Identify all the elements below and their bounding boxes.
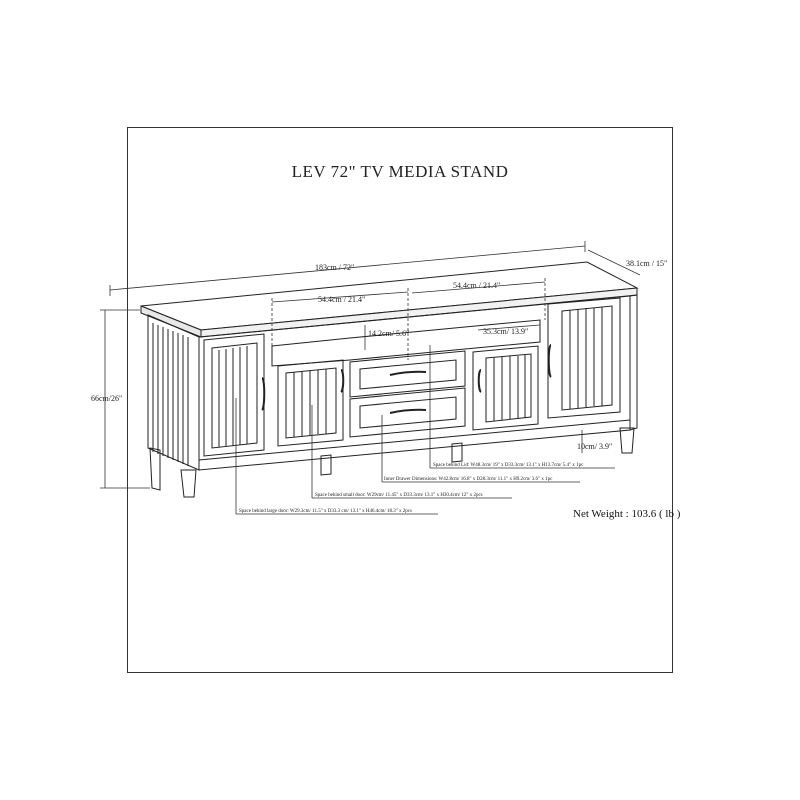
handle-small-left	[340, 369, 345, 393]
top-left-edge	[140, 305, 202, 338]
shelf-right-dim-line	[411, 281, 546, 294]
depth-dim-line	[587, 249, 641, 276]
product-title: LEV 72" TV MEDIA STAND	[291, 162, 509, 181]
width-dim-line	[109, 245, 586, 291]
handle-large-left	[261, 377, 266, 411]
handle-large-right	[547, 344, 552, 378]
shelf-left-label: 54.4cm / 21.4"	[318, 295, 365, 304]
net-weight: Net Weight : 103.6 ( lb )	[573, 508, 681, 520]
drawer-upper	[349, 350, 466, 398]
drawer-upper-handle	[389, 370, 427, 376]
small-door-right	[472, 345, 539, 431]
drawer-lower-handle	[389, 408, 427, 414]
right-side-panel	[629, 294, 638, 431]
shelf-right-label: 54.4cm / 21.4"	[453, 281, 500, 290]
width-label: 183cm / 72"	[315, 263, 354, 272]
small-door-callout: Space behind small door: W29cm/ 11.45" x…	[315, 493, 483, 498]
leg-center-left	[320, 454, 332, 476]
leg-left-back	[149, 447, 161, 491]
dimension-lines	[100, 241, 641, 515]
leg-height-label: 10cm/ 3.9"	[577, 442, 612, 451]
height-label: 66cm/26"	[91, 394, 122, 403]
tv-stand-body	[140, 261, 639, 498]
handle-small-right	[477, 369, 482, 393]
depth-label: 38.1cm / 15"	[626, 259, 667, 268]
drawer-callout: Inner Drawer Dimensions: W42.8cm/ 16.8" …	[384, 477, 553, 482]
top-front-edge	[200, 287, 638, 338]
leg-right-front	[619, 427, 635, 454]
open-shelf	[271, 319, 541, 367]
leg-center-right	[451, 442, 463, 463]
shelf-depth-label: 35.3cm/ 13.9"	[483, 327, 528, 336]
large-door-callout: Space behind large door: W29.3cm/ 11.5" …	[239, 509, 412, 514]
shelf-height-label: 14.2cm/ 5.6"	[368, 329, 409, 338]
shelf-depth-dim-line	[477, 324, 541, 331]
lid-callout: Space behind Lid: W48.3cm/ 19" x D33.3cm…	[433, 463, 584, 468]
drawer-lower	[349, 387, 466, 438]
large-door-right	[547, 297, 621, 419]
drawing-frame	[127, 127, 673, 673]
shelf-left-dim-line	[271, 291, 409, 303]
leg-left-front	[180, 469, 197, 498]
large-door-left	[203, 333, 265, 457]
